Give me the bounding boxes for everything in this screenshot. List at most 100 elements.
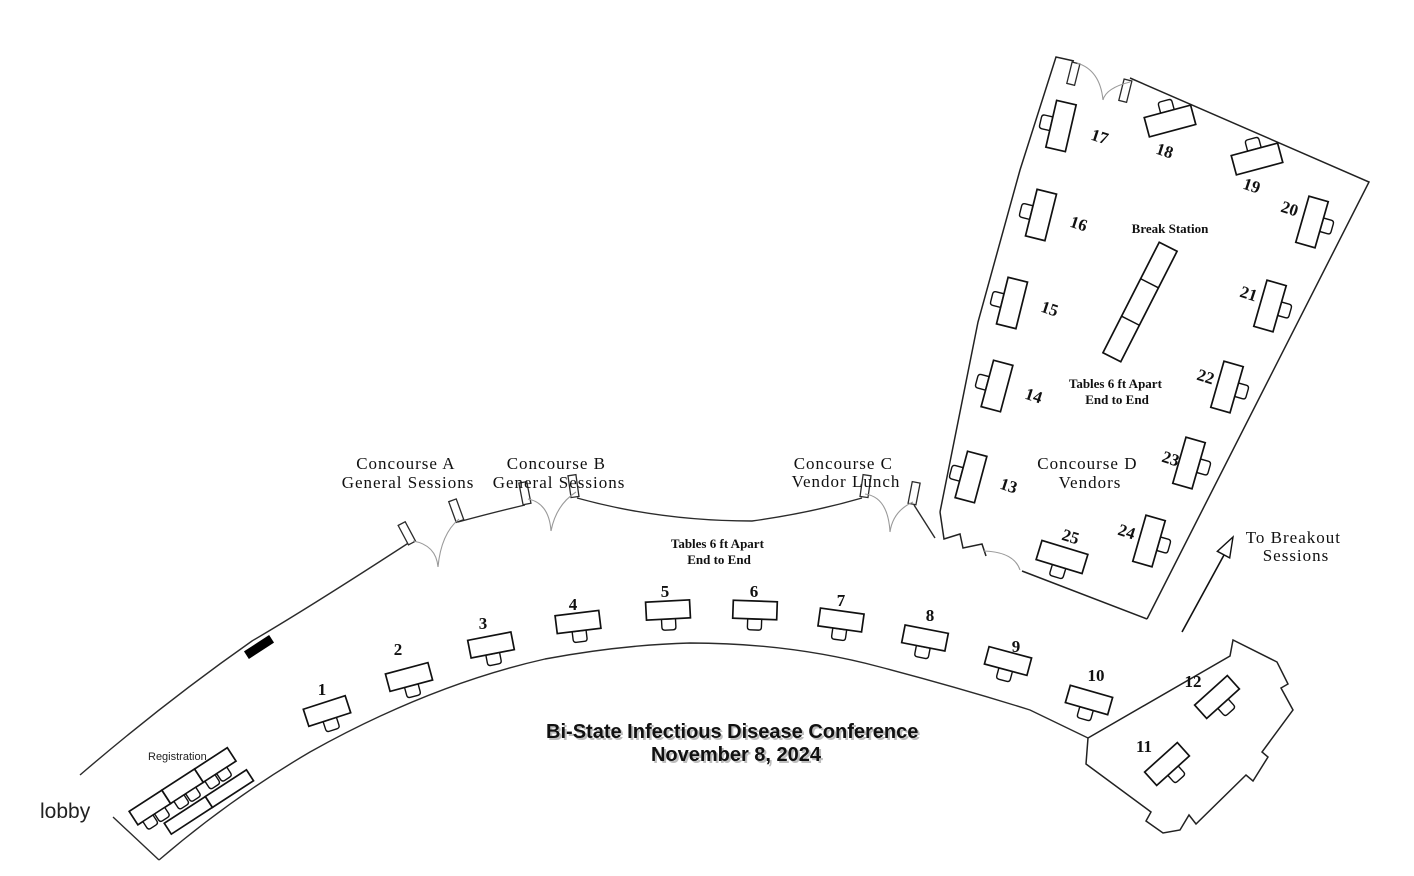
table-25 [1035, 539, 1089, 580]
table-surface [1209, 360, 1245, 414]
table-20 [1294, 195, 1335, 249]
table-surface [384, 661, 434, 693]
table-surface [900, 623, 950, 653]
table-number: 10 [1088, 666, 1105, 685]
lobby-label: lobby [40, 800, 91, 823]
concourse-a-label: Concourse A General Sessions [342, 454, 475, 492]
table-surface [983, 645, 1033, 677]
table-surface [1294, 195, 1330, 249]
table-surface [1143, 741, 1191, 787]
room-left-wall [939, 56, 1075, 513]
table-10 [1064, 684, 1114, 722]
table-surface [995, 276, 1029, 330]
registration-label: Registration [148, 751, 207, 763]
table-number: 23 [1160, 447, 1182, 470]
chair [485, 651, 502, 667]
table-surface [1230, 142, 1284, 176]
table-22 [1209, 360, 1250, 414]
table-number: 19 [1241, 174, 1263, 197]
table-7 [817, 607, 865, 642]
table-number: 17 [1089, 125, 1112, 148]
door-c-swing-icon [864, 493, 914, 533]
table-surface [817, 607, 865, 633]
table-number: 6 [750, 582, 759, 601]
spacing-note-concourse: Tables 6 ft Apart End to End [671, 536, 767, 567]
table-19 [1230, 136, 1284, 176]
table-13 [948, 450, 988, 504]
concourse-c-label: Concourse C Vendor Lunch [792, 454, 901, 491]
table-17 [1038, 99, 1078, 153]
chair [1038, 114, 1054, 132]
table-3 [466, 630, 516, 667]
table-number: 15 [1039, 297, 1061, 320]
table-number: 3 [479, 614, 488, 633]
chair [1216, 698, 1236, 717]
door-marker [243, 635, 275, 659]
table-4 [554, 609, 602, 644]
table-14 [974, 359, 1014, 413]
table-surface [1035, 539, 1089, 575]
table-surface [954, 450, 988, 504]
table-surface [554, 609, 602, 635]
table-surface [1143, 104, 1197, 138]
spacing-note-room: Tables 6 ft Apart End to End [1069, 376, 1165, 407]
chair [215, 766, 232, 782]
table-number: 18 [1154, 139, 1176, 162]
table-number: 11 [1136, 737, 1152, 756]
table-surface [1252, 279, 1288, 333]
table-number: 21 [1238, 282, 1260, 305]
room-bottom-door-swing-icon [983, 550, 1021, 571]
table-number: 12 [1185, 672, 1202, 691]
table-surface [466, 630, 516, 660]
room-top-door-swing-icon [1076, 62, 1131, 101]
table-surface [1044, 99, 1078, 153]
chair [184, 786, 201, 802]
chair [914, 644, 931, 660]
concourse-d-label: Concourse D Vendors [1037, 454, 1142, 492]
table-number: 16 [1068, 212, 1090, 235]
concourse-outer-wall [79, 541, 411, 776]
chair [830, 627, 848, 642]
concourse-doors [397, 473, 921, 568]
breakout-alcove-wall [1085, 638, 1294, 834]
room-top-door-jamb-left [1066, 61, 1081, 87]
chair [153, 806, 170, 823]
table-number: 8 [926, 606, 935, 625]
break-station-label: Break Station [1132, 221, 1209, 236]
table-surface [1024, 188, 1058, 242]
break-station-table [1101, 241, 1179, 363]
concourse-walls [79, 497, 1089, 861]
table-2 [384, 661, 434, 699]
door-b-swing-icon [527, 491, 577, 532]
door-a-jamb-left [397, 520, 417, 546]
table-21 [1252, 279, 1293, 333]
chair [204, 773, 221, 790]
table-number: 9 [1012, 637, 1021, 656]
table-11 [1143, 741, 1191, 787]
table-number: 25 [1060, 525, 1082, 548]
chair [172, 793, 190, 810]
chair [141, 814, 159, 830]
table-surface [1171, 436, 1207, 490]
breakout-label: To Breakout Sessions [1246, 528, 1347, 565]
door-c-jamb-right [907, 480, 921, 506]
table-15 [989, 276, 1029, 330]
table-18 [1143, 98, 1197, 138]
chair [571, 629, 588, 644]
door-b-jamb-left [518, 480, 532, 506]
table-number: 20 [1279, 197, 1301, 220]
concourse-outer-wall-ab [457, 504, 526, 523]
table-8 [900, 623, 950, 660]
room-top-right-wall [1129, 77, 1371, 620]
table-number: 5 [661, 582, 670, 601]
table-number: 4 [569, 595, 578, 614]
concourse-outer-wall-c-room [913, 504, 936, 539]
door-c-jamb-left [859, 473, 872, 499]
breakout-arrow-icon [1181, 535, 1235, 633]
table-1 [302, 694, 352, 733]
door-b-jamb-right [567, 473, 580, 499]
chair [989, 291, 1005, 309]
table-24 [1131, 514, 1172, 568]
